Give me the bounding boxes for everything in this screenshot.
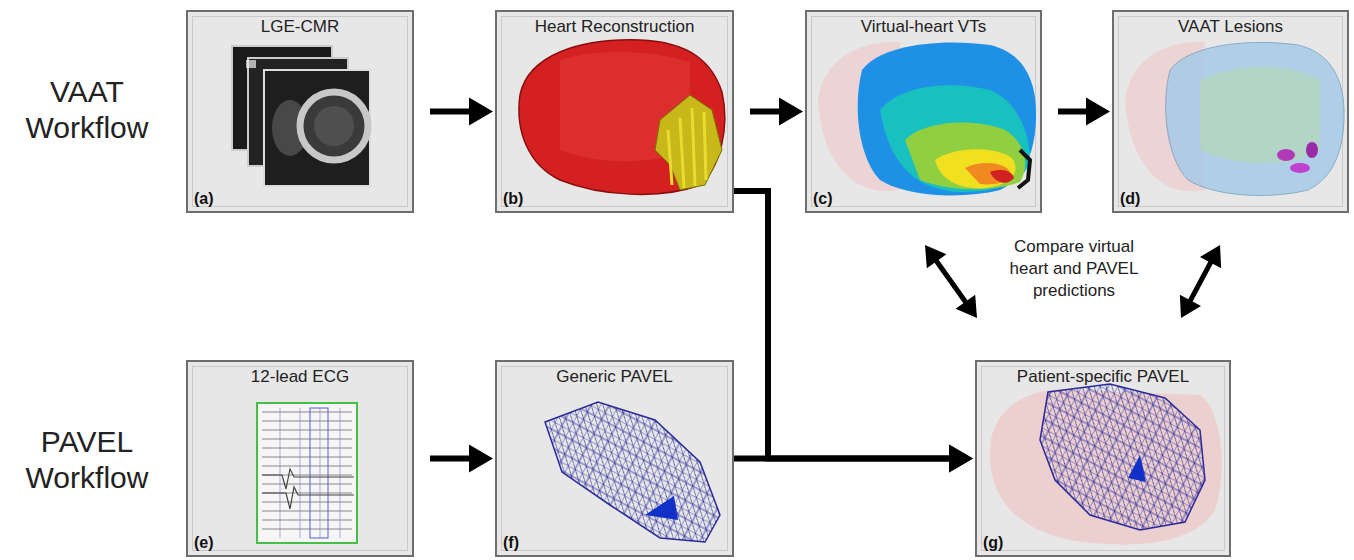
panel-title: Generic PAVEL <box>497 367 732 387</box>
flow-arrow <box>734 191 973 473</box>
flow-arrow <box>1058 98 1110 126</box>
connector-line <box>1058 109 1091 115</box>
flow-arrow <box>430 445 493 473</box>
arrow-head <box>779 98 803 126</box>
arrow-head <box>1180 295 1201 318</box>
panel-letter: (d) <box>1120 190 1140 208</box>
workflow-label: PAVEL Workflow <box>12 424 162 496</box>
vt-activation-map <box>818 42 1036 196</box>
connector-line <box>750 109 784 115</box>
arrow-head <box>925 245 946 268</box>
arrow-head <box>469 445 493 473</box>
panel-title: Heart Reconstruction <box>497 17 732 37</box>
connector-line <box>430 456 474 462</box>
flow-arrow <box>1180 245 1221 318</box>
arrow-head <box>1086 98 1110 126</box>
note-label: Compare virtual heart and PAVEL predicti… <box>998 236 1150 302</box>
patient-pavel-model <box>990 380 1222 545</box>
panel-title: Virtual-heart VTs <box>807 17 1040 37</box>
connector-line <box>1189 259 1213 304</box>
arrow-head <box>949 445 973 473</box>
arrow-head <box>956 295 977 318</box>
connector-line <box>734 191 954 459</box>
panel-title: LGE-CMR <box>188 17 412 37</box>
connector-line <box>934 258 967 305</box>
panel-letter: (b) <box>503 190 523 208</box>
panel-letter: (g) <box>983 534 1003 552</box>
flow-arrow <box>925 245 977 318</box>
arrow-head <box>1200 245 1221 268</box>
ecg-sheet <box>257 403 357 543</box>
pavel-mesh <box>530 390 730 550</box>
panel-letter: (f) <box>503 534 519 552</box>
panel-letter: (c) <box>813 190 833 208</box>
panel-letter: (a) <box>194 190 214 208</box>
heart-model <box>519 40 725 195</box>
flow-arrow <box>430 98 493 126</box>
panel-title: VAAT Lesions <box>1114 17 1347 37</box>
panel-title: 12-lead ECG <box>188 367 412 387</box>
flow-arrow <box>750 98 803 126</box>
panel-title: Patient-specific PAVEL <box>977 367 1229 387</box>
arrow-head <box>469 98 493 126</box>
arrow-head <box>949 445 973 473</box>
mri-slices <box>232 46 370 186</box>
panel-letter: (e) <box>194 534 214 552</box>
connector-line <box>430 109 474 115</box>
workflow-label: VAAT Workflow <box>12 74 162 146</box>
lesion-model <box>1125 42 1344 196</box>
